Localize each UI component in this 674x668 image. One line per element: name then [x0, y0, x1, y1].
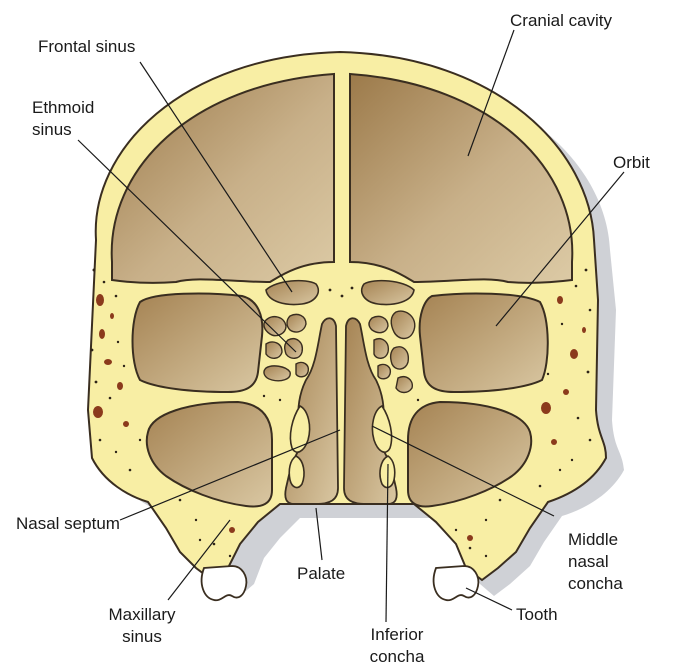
frontal-sinus-left	[266, 281, 318, 305]
label-ethmoid-sinus-line1: Ethmoid	[32, 97, 94, 119]
tooth-right	[434, 566, 479, 600]
label-inferior-concha-line1: Inferior	[358, 624, 436, 646]
orbit-right	[420, 294, 548, 392]
label-maxillary-sinus-line1: Maxillary	[96, 604, 188, 626]
label-maxillary-sinus: Maxillary sinus	[96, 604, 188, 648]
cranial-cavity-right	[350, 74, 572, 283]
label-maxillary-sinus-line2: sinus	[96, 626, 188, 648]
label-orbit: Orbit	[613, 152, 650, 173]
label-frontal-sinus: Frontal sinus	[38, 36, 135, 57]
label-inferior-concha-line2: concha	[358, 646, 436, 668]
ethmoid-cells-left	[264, 314, 308, 380]
label-cranial-cavity: Cranial cavity	[510, 10, 612, 31]
label-middle-nasal-concha-line3: concha	[568, 573, 623, 595]
label-ethmoid-sinus-line2: sinus	[32, 119, 94, 141]
inferior-concha-left	[289, 456, 304, 487]
tooth-left	[202, 566, 247, 600]
orbit-left	[133, 294, 263, 392]
label-inferior-concha: Inferior concha	[358, 624, 436, 668]
label-ethmoid-sinus: Ethmoid sinus	[32, 97, 94, 141]
label-middle-nasal-concha: Middle nasal concha	[568, 529, 623, 595]
label-tooth: Tooth	[516, 604, 558, 625]
label-middle-nasal-concha-line2: nasal	[568, 551, 623, 573]
label-middle-nasal-concha-line1: Middle	[568, 529, 623, 551]
frontal-sinus-right	[362, 281, 414, 305]
label-nasal-septum: Nasal septum	[16, 513, 120, 534]
cranial-cavity-left	[112, 74, 334, 283]
label-palate: Palate	[297, 563, 345, 584]
